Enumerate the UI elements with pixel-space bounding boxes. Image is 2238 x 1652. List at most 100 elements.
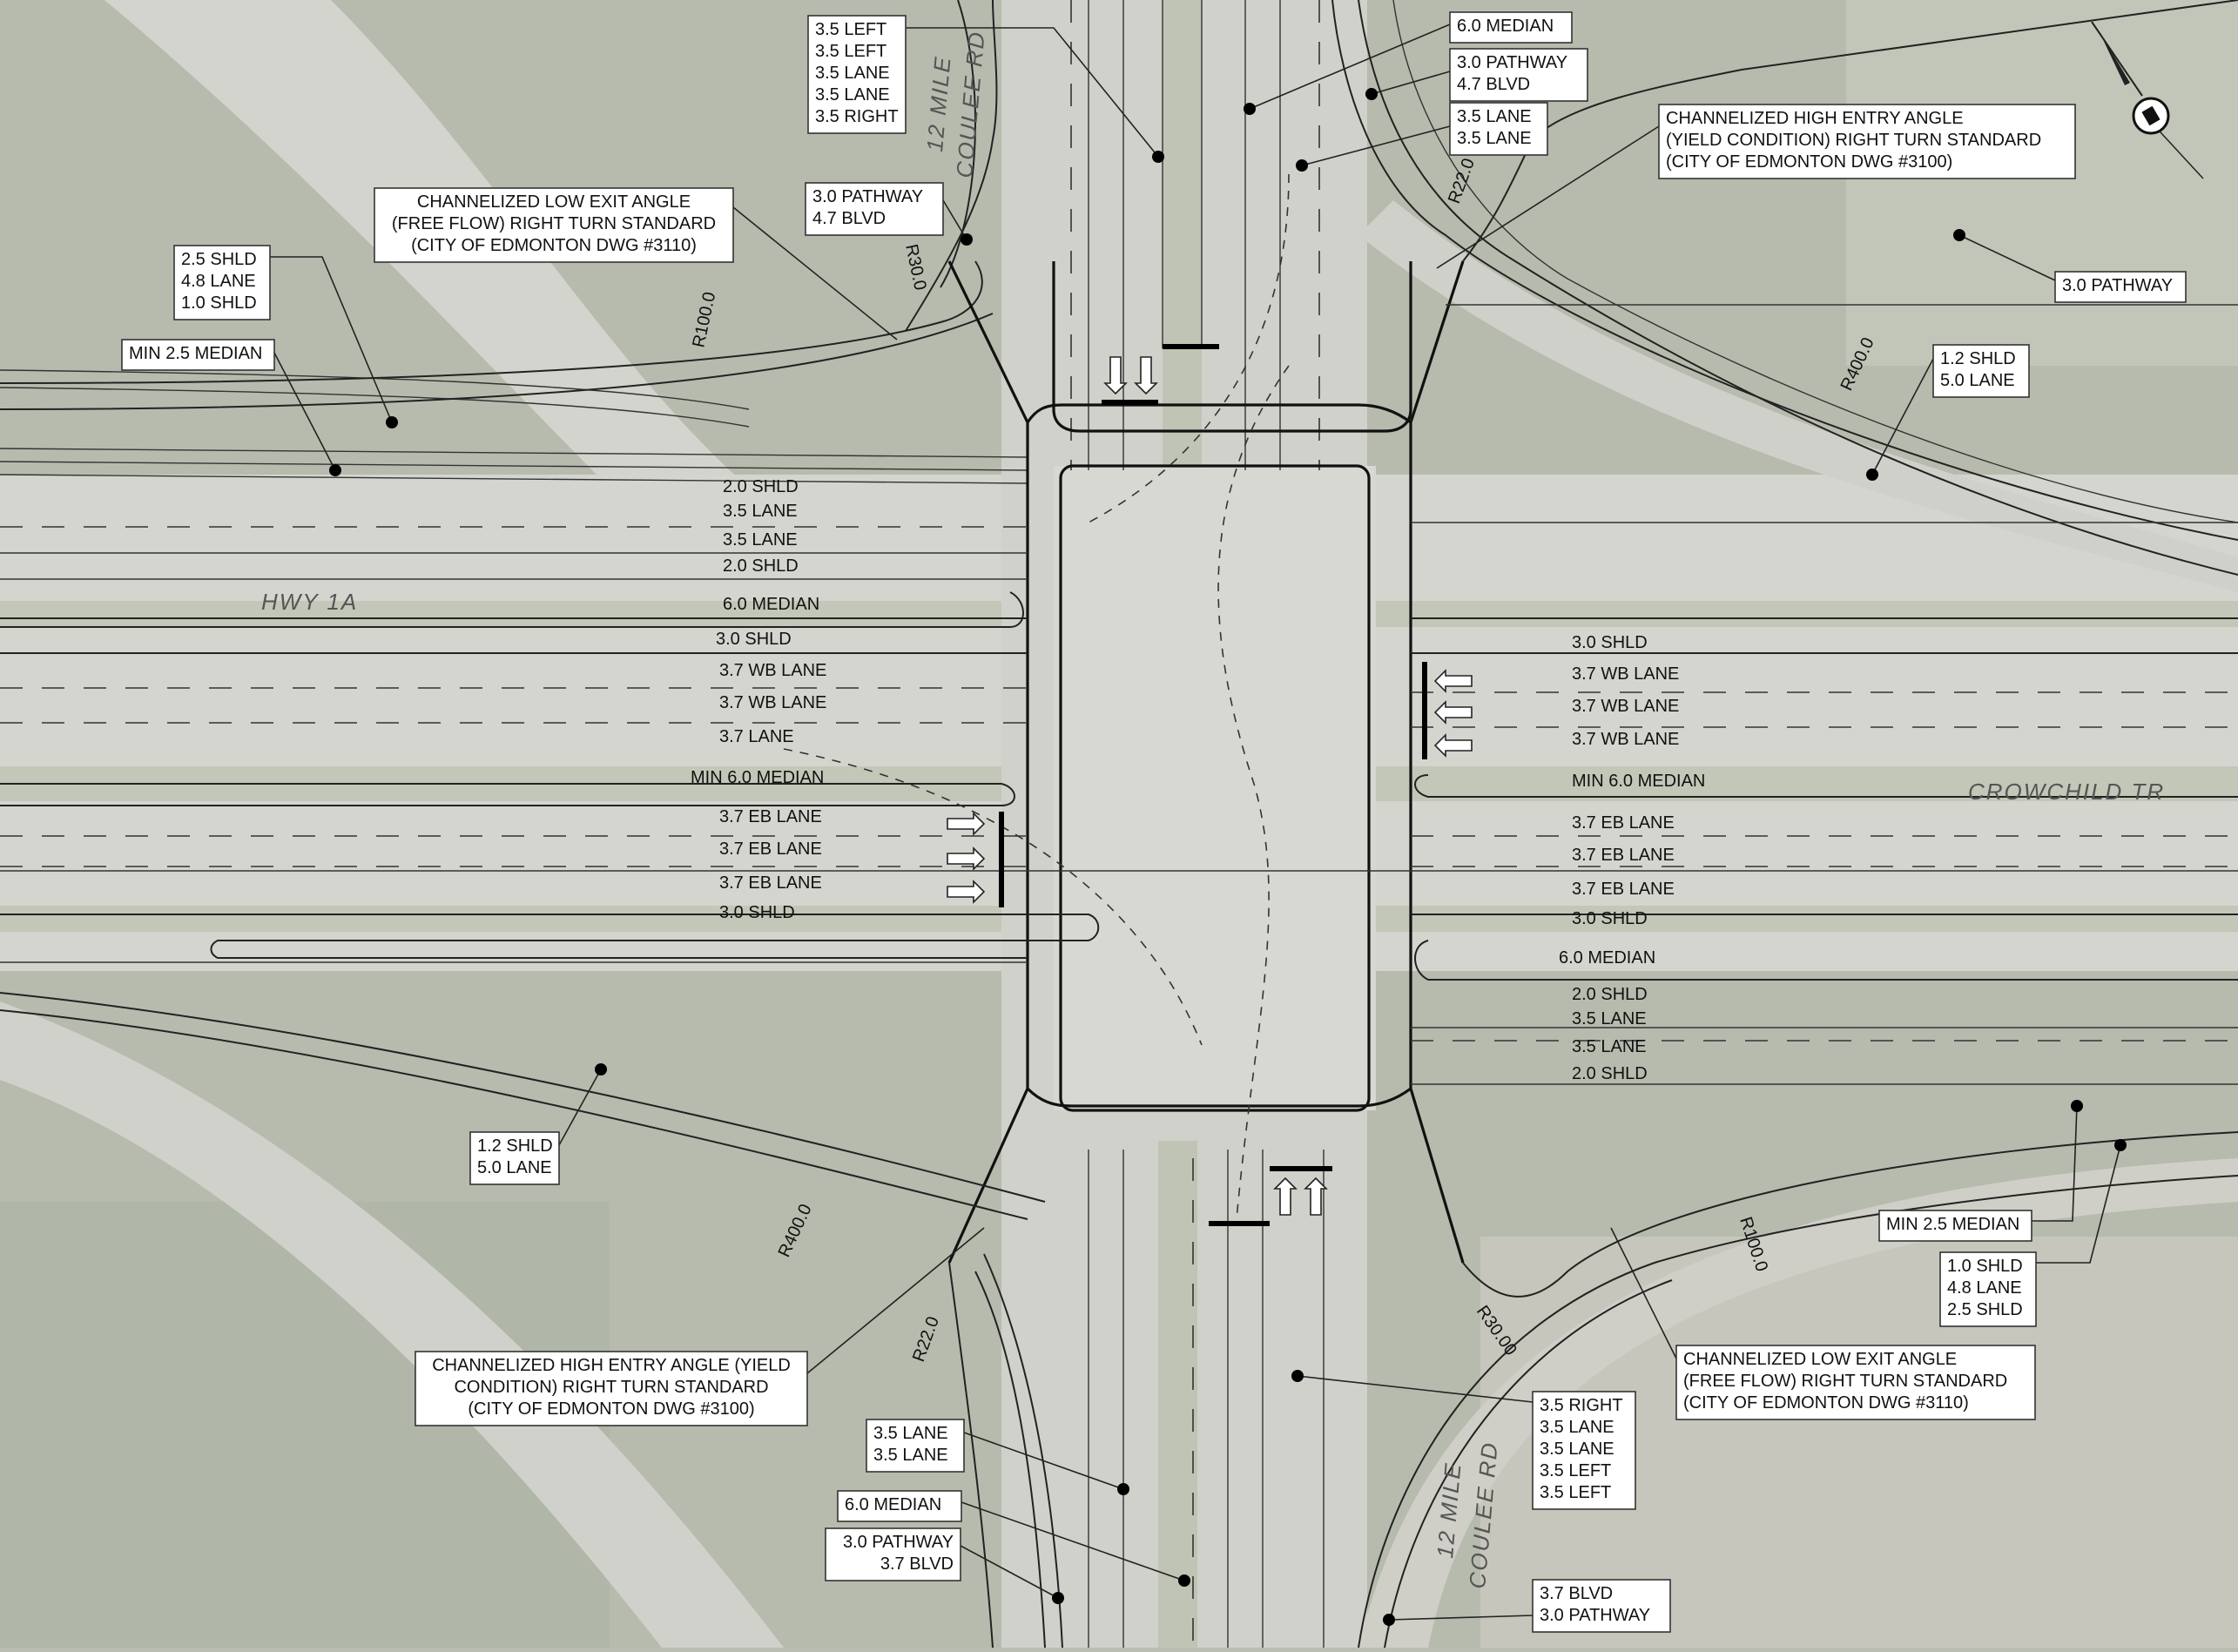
- east-lane-label: 3.0 SHLD: [1572, 909, 1648, 928]
- leader-line: [961, 1501, 1185, 1581]
- callout-line: 3.7 BLVD: [880, 1554, 954, 1574]
- callout-line: MIN 2.5 MEDIAN: [1886, 1215, 2019, 1234]
- callout-line: CONDITION) RIGHT TURN STANDARD: [454, 1378, 768, 1397]
- callout-line: 6.0 MEDIAN: [1457, 17, 1554, 36]
- west-lane-label: 3.5 LANE: [723, 530, 798, 550]
- callout-line: (FREE FLOW) RIGHT TURN STANDARD: [1683, 1372, 2007, 1391]
- arrow-south-1-icon: [1103, 356, 1128, 395]
- leader-line: [963, 1432, 1124, 1490]
- callout-line: 3.7 BLVD: [1540, 1584, 1613, 1603]
- east-cross-section-labels: 3.0 SHLD 3.7 WB LANE 3.7 WB LANE 3.7 WB LAN…: [1559, 633, 1705, 1083]
- leader-line: [1610, 1227, 1677, 1359]
- callout-line: 3.5 LANE: [873, 1446, 948, 1465]
- callout-line: 4.7 BLVD: [812, 209, 886, 228]
- leader-dot: [2114, 1139, 2127, 1151]
- callout-line: 2.5 SHLD: [1947, 1300, 2023, 1319]
- arrow-wb-1-icon: [1433, 669, 1473, 693]
- west-lane-label: 3.7 WB LANE: [719, 661, 826, 680]
- callout-line: 6.0 MEDIAN: [845, 1495, 941, 1514]
- callout-line: 3.0 PATHWAY: [843, 1533, 954, 1552]
- callout-line: 3.5 LANE: [815, 85, 890, 105]
- callout-box: [1449, 11, 1573, 44]
- east-lane-label: 3.7 EB LANE: [1572, 880, 1675, 899]
- leader-line: [273, 352, 336, 471]
- callout-line: 4.7 BLVD: [1457, 75, 1530, 94]
- east-lane-label: 2.0 SHLD: [1572, 1064, 1648, 1083]
- leader-dot: [1117, 1483, 1129, 1495]
- callout-box: [173, 245, 271, 320]
- east-lane-label: MIN 6.0 MEDIAN: [1572, 772, 1705, 791]
- callout-se-median: MIN 2.5 MEDIAN: [1878, 1100, 2083, 1242]
- callout-line: CHANNELIZED LOW EXIT ANGLE: [417, 192, 691, 212]
- west-lane-label: 3.5 LANE: [723, 502, 798, 521]
- callout-line: 3.0 PATHWAY: [812, 187, 923, 206]
- callout-line: 1.0 SHLD: [181, 293, 257, 313]
- leader-dot: [1866, 469, 1878, 481]
- west-lane-label: 3.7 EB LANE: [719, 807, 822, 826]
- east-lane-label: 3.7 WB LANE: [1572, 730, 1679, 749]
- arrow-south-2-icon: [1134, 356, 1158, 395]
- callout-box: [1932, 344, 2030, 398]
- arrow-north-2-icon: [1304, 1177, 1328, 1216]
- road-name-hwy: HWY 1A: [261, 589, 358, 615]
- arrow-eb-3-icon: [947, 880, 986, 904]
- road-name-crowchild: CROWCHILD TR: [1968, 779, 2165, 805]
- callout-line: 3.0 PATHWAY: [1540, 1606, 1650, 1625]
- leader-line: [1297, 1375, 1534, 1403]
- callout-line: (CITY OF EDMONTON DWG #3110): [411, 236, 697, 255]
- east-lane-label: 3.5 LANE: [1572, 1009, 1647, 1028]
- arrow-wb-2-icon: [1433, 700, 1473, 725]
- callout-box: [866, 1419, 965, 1473]
- callout-line: (FREE FLOW) RIGHT TURN STANDARD: [392, 214, 716, 233]
- east-lane-label: 3.0 SHLD: [1572, 633, 1648, 652]
- callout-box: [1675, 1345, 2036, 1420]
- leader-dot: [961, 233, 973, 246]
- leader-line: [1388, 1615, 1534, 1621]
- west-lane-label: 3.7 LANE: [719, 727, 794, 746]
- callout-line: 4.8 LANE: [181, 272, 256, 291]
- arrow-eb-1-icon: [947, 812, 986, 836]
- callout-line: MIN 2.5 MEDIAN: [129, 344, 262, 363]
- callout-box: [1878, 1210, 2032, 1242]
- leader-line: [1249, 24, 1451, 110]
- callout-line: 3.5 RIGHT: [1540, 1396, 1623, 1415]
- leader-line: [942, 199, 967, 240]
- callout-s-pathway-e: 3.7 BLVD 3.0 PATHWAY: [1383, 1579, 1671, 1633]
- callout-line: (CITY OF EDMONTON DWG #3110): [1683, 1393, 1969, 1413]
- callout-line: (CITY OF EDMONTON DWG #3100): [468, 1399, 754, 1419]
- leader-dot: [1244, 103, 1256, 115]
- callout-ne-pathway: 3.0 PATHWAY: [1953, 229, 2187, 303]
- east-lane-label: 3.7 WB LANE: [1572, 664, 1679, 684]
- bridge-deck: [1054, 466, 1376, 1110]
- callout-line: CHANNELIZED LOW EXIT ANGLE: [1683, 1350, 1957, 1369]
- east-lane-label: 3.7 WB LANE: [1572, 697, 1679, 716]
- callout-nw-median: MIN 2.5 MEDIAN: [121, 339, 341, 476]
- lane-arrows: [947, 356, 1473, 1216]
- north-arrow-icon[interactable]: [2091, 21, 2204, 179]
- callout-box: [374, 187, 734, 263]
- callout-box: [825, 1527, 961, 1581]
- leader-line: [1371, 71, 1451, 95]
- callout-line: 1.0 SHLD: [1947, 1257, 2023, 1276]
- callout-n-median: 6.0 MEDIAN: [1244, 11, 1573, 115]
- callout-line: 3.5 LEFT: [1540, 1461, 1611, 1480]
- callout-box: [2054, 271, 2187, 303]
- leader-line: [960, 1545, 1059, 1599]
- leader-dot: [1178, 1574, 1190, 1587]
- west-lane-label: MIN 6.0 MEDIAN: [691, 768, 824, 787]
- leader-dot: [595, 1063, 607, 1075]
- west-lane-label: 3.7 EB LANE: [719, 873, 822, 893]
- callout-s-pathway-w: 3.0 PATHWAY 3.7 BLVD: [825, 1527, 1064, 1604]
- west-lane-label: 3.7 WB LANE: [719, 693, 826, 712]
- callout-line: 3.5 LANE: [1457, 129, 1532, 148]
- bridge-outline: [1059, 464, 1371, 1112]
- callout-line: (YIELD CONDITION) RIGHT TURN STANDARD: [1666, 131, 2041, 150]
